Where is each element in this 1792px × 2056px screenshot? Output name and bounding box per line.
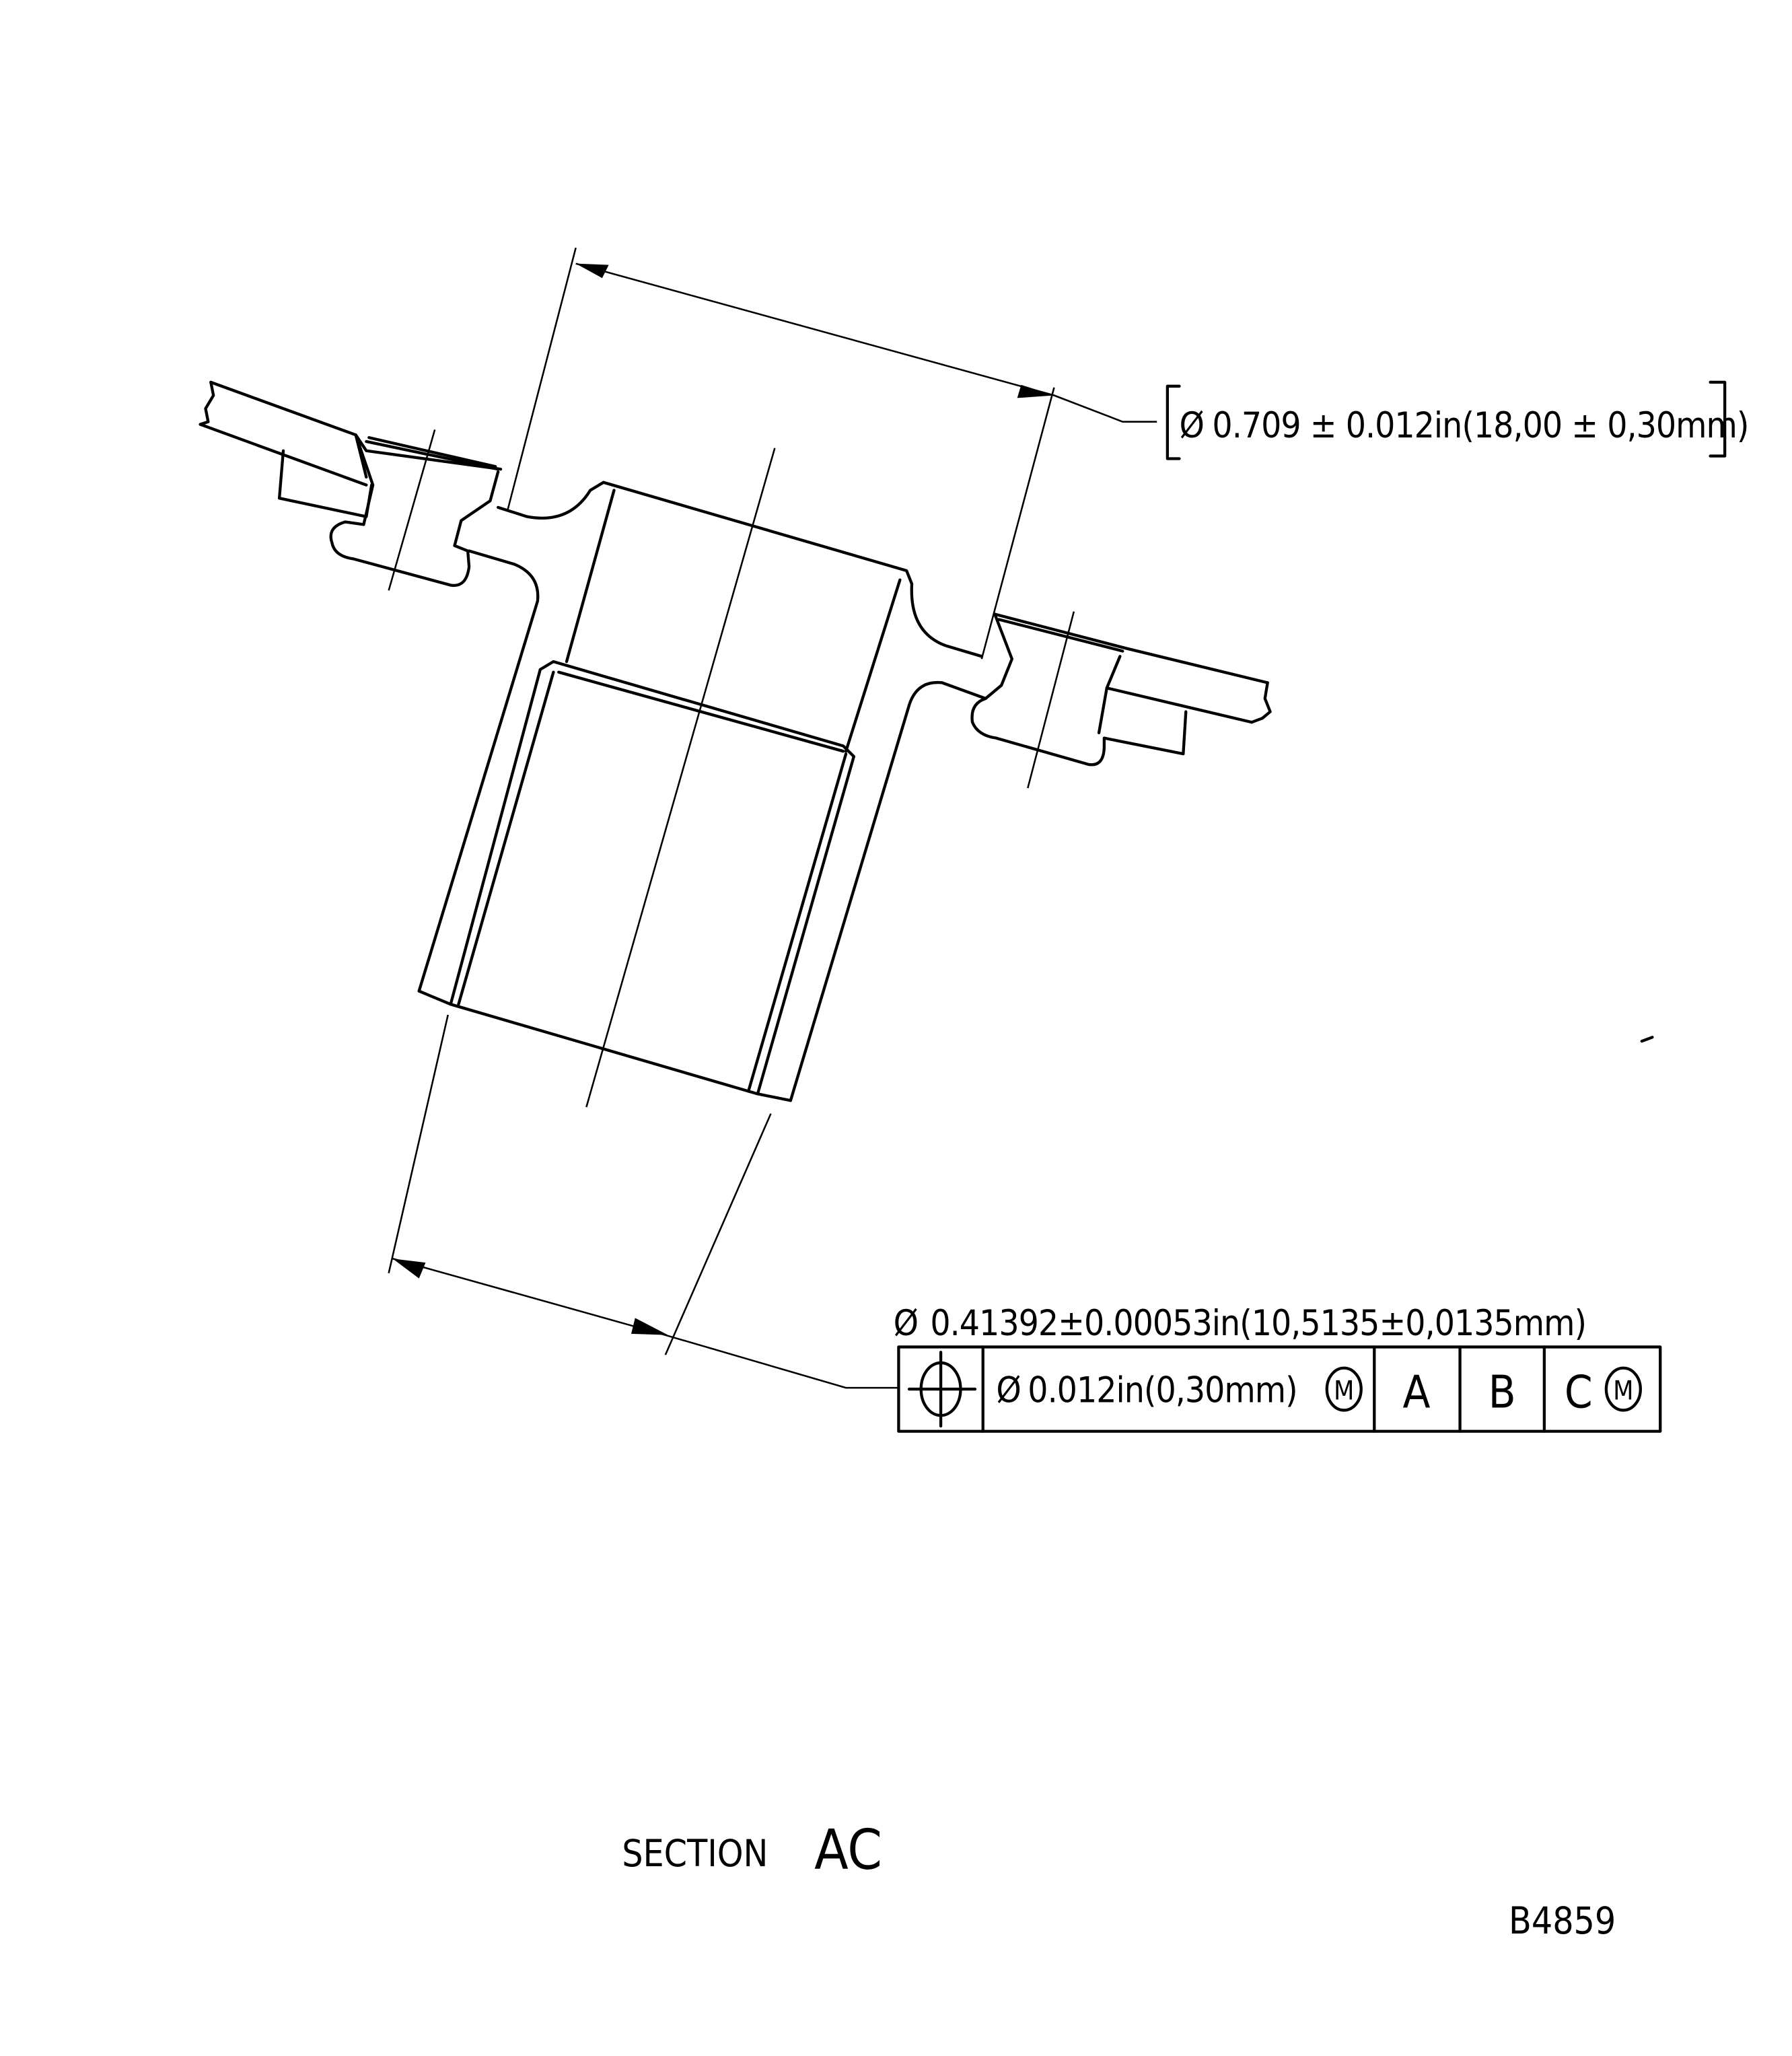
sleeve-body [417, 448, 987, 1108]
fastener-left [277, 429, 500, 591]
feature-control-frame: Ø 0.012in(0,30mm) M A B C M [897, 1345, 1662, 1433]
datum-c-mmc-modifier-icon: M [1604, 1366, 1642, 1412]
mmc-modifier-icon: M [1325, 1366, 1363, 1412]
svg-text:M: M [1613, 1376, 1633, 1407]
bore-diameter-value: 0.41392±0.00053in(10,5135±0,0135mm) [930, 1303, 1586, 1344]
datum-b: B [1489, 1366, 1516, 1418]
bore-diameter-text: Ø [894, 1303, 918, 1344]
figure-reference: B4859 [1509, 1899, 1616, 1942]
position-icon [907, 1351, 977, 1428]
sheet-right [993, 612, 1272, 724]
datum-c: C [1565, 1366, 1593, 1418]
section-id: AC [814, 1818, 882, 1882]
outer-diameter-value: 0.709 ± 0.012in(18,00 ± 0,30mm) [1212, 405, 1748, 446]
svg-text:M: M [1334, 1376, 1354, 1407]
outer-diameter-text: Ø [1179, 405, 1203, 446]
outer-diameter-callout: Ø 0.709 ± 0.012in(18,00 ± 0,30mm) [1166, 380, 1749, 460]
fastener-right [970, 611, 1188, 789]
datum-a: A [1402, 1366, 1430, 1418]
section-label: SECTION [622, 1832, 768, 1875]
stray-mark [1640, 1036, 1654, 1043]
bore-dimension-lines [388, 1014, 899, 1389]
sheet-left [199, 380, 503, 487]
tolerance-value: 0.012in(0,30mm) [1028, 1370, 1297, 1411]
tolerance-symbol: Ø [996, 1370, 1020, 1411]
outer-diameter-dimension-lines [506, 247, 1157, 660]
